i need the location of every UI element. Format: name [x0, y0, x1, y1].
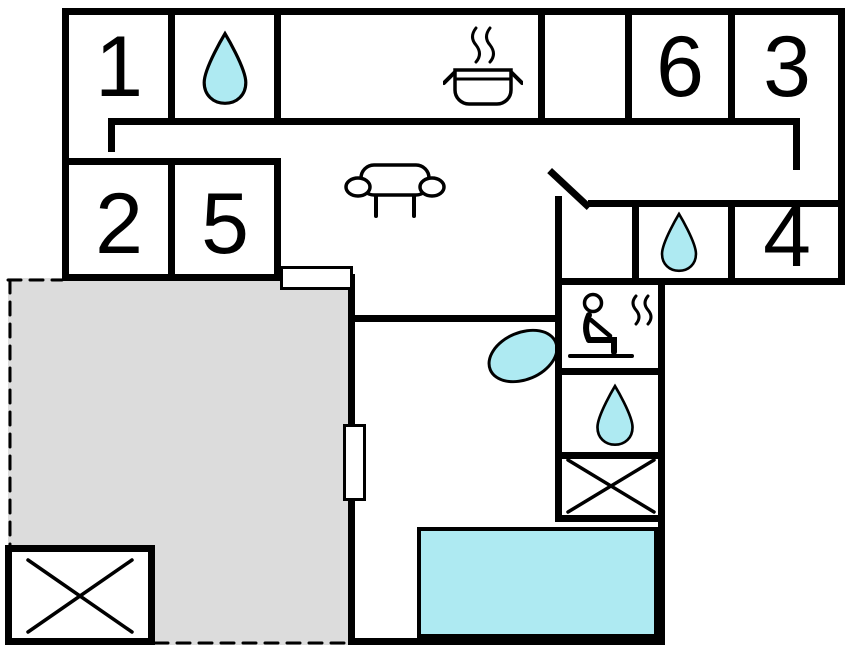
steam-lines: [631, 294, 641, 326]
door-terrace: [280, 266, 353, 290]
wall: [538, 8, 545, 125]
wall-leftblock-bottom: [62, 274, 355, 281]
swimming-pool: [417, 527, 658, 638]
room-label-6: 6: [656, 19, 704, 115]
water-drop-icon: [202, 30, 248, 105]
room-label-3: 3: [763, 19, 811, 115]
room-label-1: 1: [95, 19, 143, 115]
wall: [728, 200, 735, 285]
wall-corridor-top: [108, 118, 800, 125]
wall-rightblock-bottom: [555, 278, 845, 285]
wall: [274, 158, 281, 281]
room-label-2: 2: [95, 176, 143, 272]
cooking-pot-icon: [443, 26, 523, 106]
room-label-5: 5: [201, 176, 249, 272]
cross-mark-icon: [26, 558, 134, 634]
water-drop-icon: [596, 383, 634, 447]
wall-column-right: [658, 278, 665, 645]
wall: [625, 8, 632, 125]
wall: [555, 368, 665, 375]
steam-lines: [643, 294, 653, 326]
steam-lines: [485, 26, 495, 64]
wall: [555, 196, 562, 285]
water-drop-icon: [660, 211, 698, 273]
sauna-icon: [568, 292, 653, 358]
wall: [555, 515, 665, 522]
wall-door-leaf-left: [108, 118, 115, 152]
door-poolroom: [343, 424, 366, 501]
wall: [632, 200, 639, 285]
wall-poolroom-top: [355, 315, 562, 322]
wall-top-outer: [62, 8, 845, 15]
wall-left-outer: [62, 8, 69, 281]
wall: [588, 200, 845, 207]
cross-mark-icon: [566, 458, 656, 514]
room-label-4: 4: [763, 189, 811, 285]
wall-poolroom-bottom: [348, 638, 665, 645]
wall-door-leaf-right: [793, 118, 800, 170]
wall: [168, 8, 175, 125]
wall-column-left: [555, 285, 562, 522]
wall: [728, 8, 735, 125]
wall: [555, 452, 665, 459]
steam-lines: [471, 26, 481, 64]
sofa-icon: [344, 163, 446, 218]
wall-right-outer: [838, 8, 845, 285]
wall: [168, 158, 175, 281]
wall: [274, 8, 281, 125]
